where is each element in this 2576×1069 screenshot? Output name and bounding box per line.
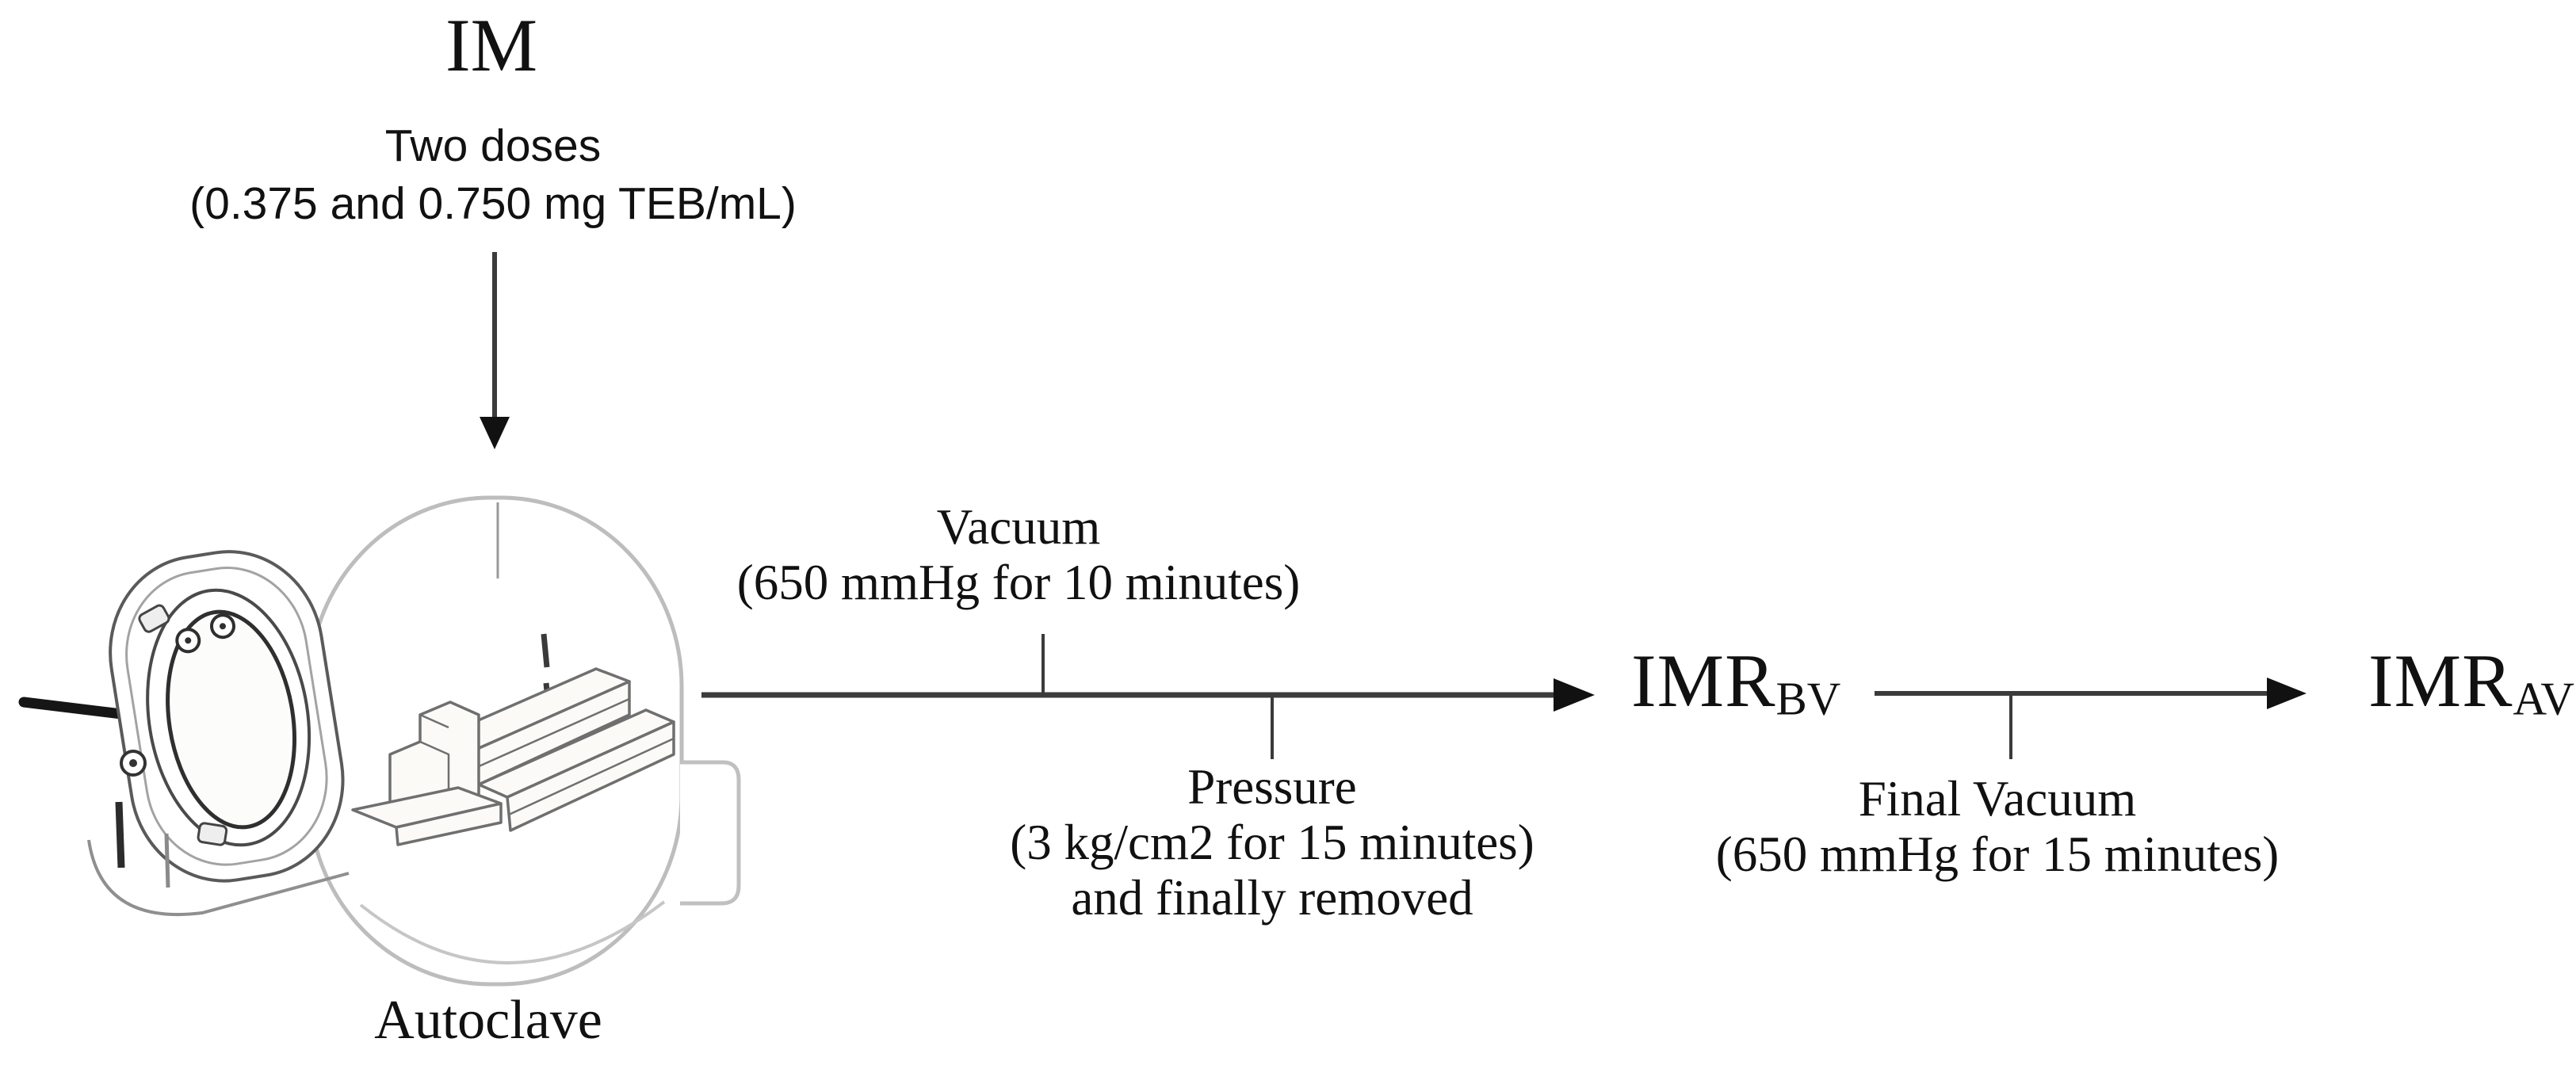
autoclave-illustration: [18, 495, 741, 987]
pressure-annotation-line2: (3 kg/cm2 for 15 minutes): [1010, 815, 1535, 870]
arrow-im-to-autoclave: [480, 252, 510, 449]
input-node-label: IM: [445, 3, 538, 87]
output-node-base: IMR: [2368, 639, 2513, 723]
vacuum-annotation-line1: Vacuum: [936, 499, 1101, 555]
intermediate-node-base: IMR: [1631, 639, 1776, 723]
intermediate-node-subscript: BV: [1775, 673, 1841, 725]
dose-annotation-line2: (0.375 and 0.750 mg TEB/mL): [189, 178, 797, 229]
output-node-subscript: AV: [2513, 673, 2574, 725]
lumber-stack: [351, 667, 675, 846]
pressure-annotation: Pressure (3 kg/cm2 for 15 minutes) and f…: [1010, 759, 1534, 926]
pressure-annotation-line1: Pressure: [1187, 759, 1357, 815]
vacuum-annotation-line2: (650 mmHg for 10 minutes): [736, 555, 1301, 610]
dose-annotation: Two doses (0.375 and 0.750 mg TEB/mL): [189, 117, 797, 233]
final-vacuum-annotation-line1: Final Vacuum: [1858, 771, 2137, 827]
arrow-imrbv-to-imrav: [1875, 678, 2307, 759]
pressure-annotation-line3: and finally removed: [1071, 870, 1473, 926]
dose-annotation-line1: Two doses: [384, 120, 602, 171]
autoclave-door: [87, 550, 350, 917]
output-node-label: IMRAV: [2368, 643, 2574, 737]
final-vacuum-annotation-line2: (650 mmHg for 15 minutes): [1715, 827, 2280, 882]
equipment-label: Autoclave: [374, 990, 602, 1051]
final-vacuum-annotation: Final Vacuum (650 mmHg for 15 minutes): [1716, 771, 2279, 882]
door-glass: [166, 609, 297, 830]
intermediate-node-label: IMRBV: [1631, 643, 1840, 737]
arrow-autoclave-to-imrbv: [701, 634, 1595, 759]
vacuum-annotation: Vacuum (650 mmHg for 10 minutes): [737, 499, 1300, 610]
